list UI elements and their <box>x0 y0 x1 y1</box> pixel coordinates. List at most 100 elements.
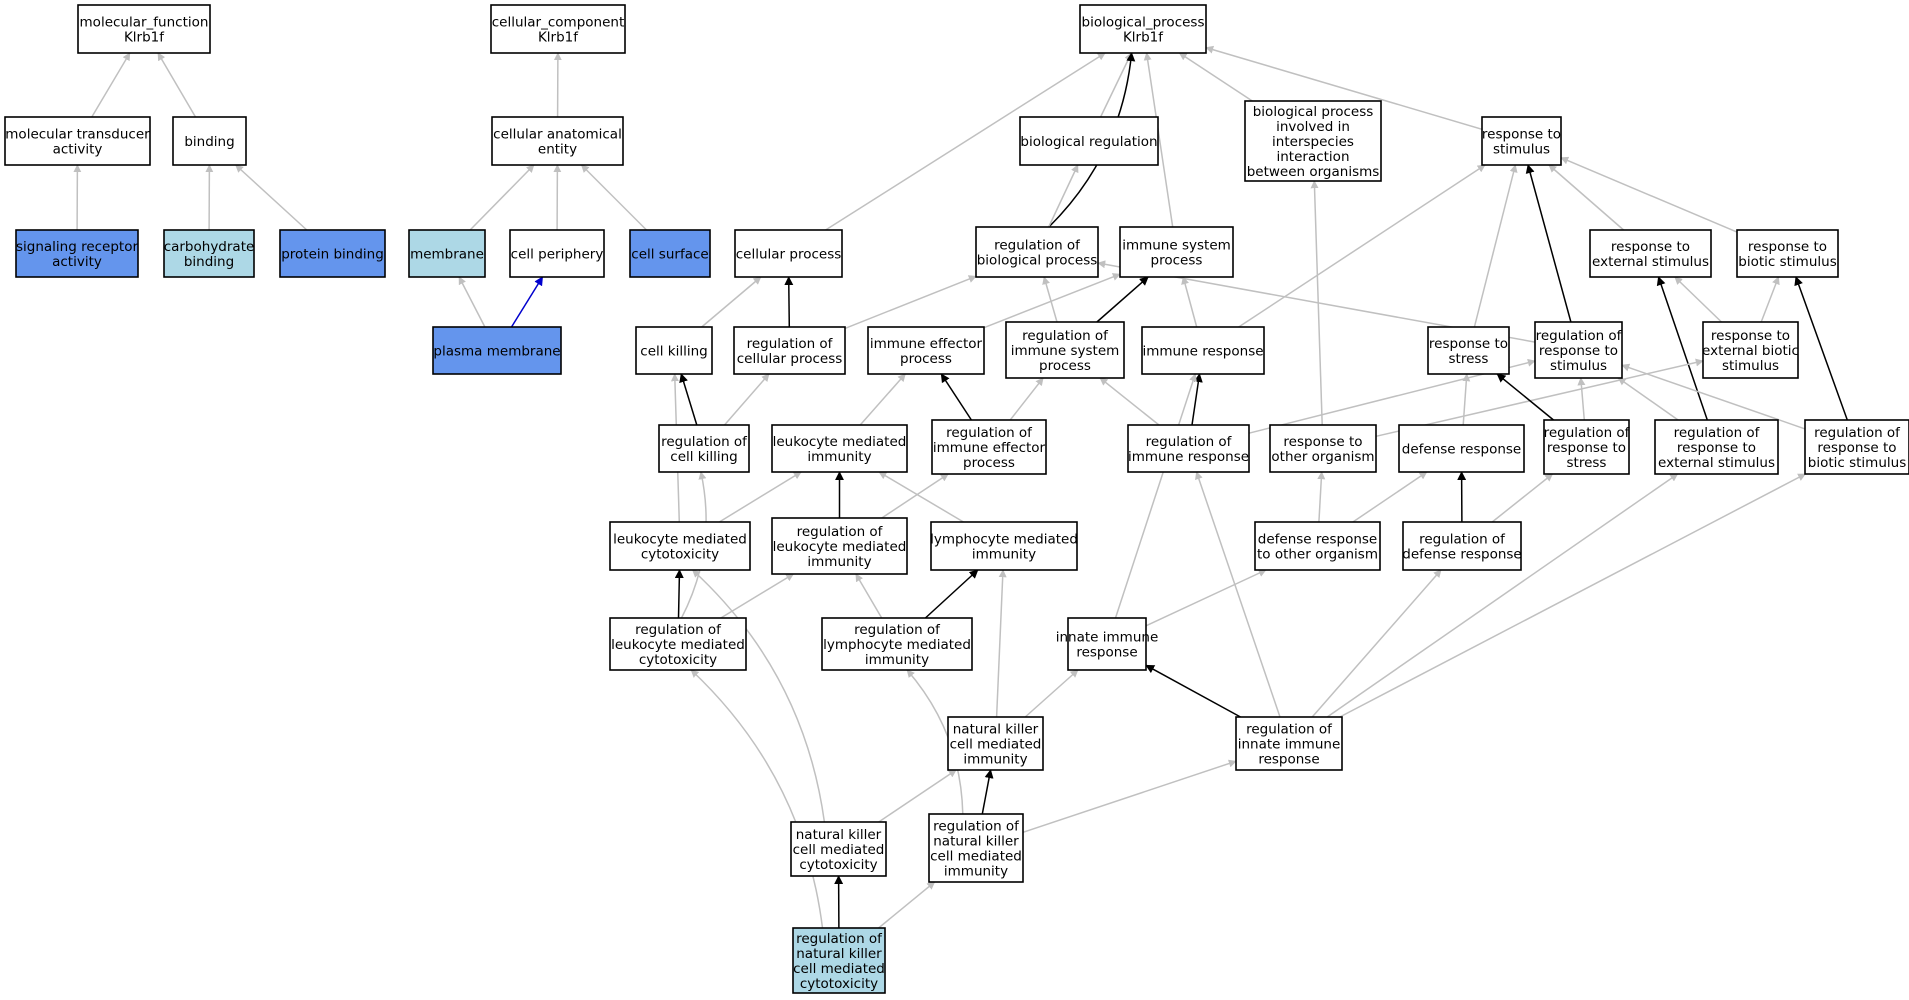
node-cellkill[interactable]: cell killing <box>635 326 713 375</box>
node-box <box>1269 424 1377 473</box>
node-label-line: lymphocyte mediated <box>930 532 1078 548</box>
node-bioreg[interactable]: biological regulation <box>1019 116 1159 166</box>
node-label-line: interspecies <box>1272 134 1354 150</box>
node-defresp[interactable]: defense response <box>1398 424 1525 473</box>
node-label-line: regulation of <box>1246 722 1333 738</box>
edge-binding-to-mf <box>157 52 197 118</box>
edge-plasma-to-cellper <box>510 276 544 328</box>
node-label-line: entity <box>538 142 577 158</box>
node-label-line: process <box>963 455 1015 471</box>
node-label-line: immunity <box>972 547 1036 563</box>
edge-cellkill-to-cellproc <box>701 276 762 328</box>
edge-nkimm-to-lymphimm <box>995 569 1007 718</box>
edge-imsys-to-bp <box>1143 52 1174 228</box>
node-box <box>1119 226 1234 278</box>
node-label-line: involved in <box>1276 119 1350 135</box>
node-label-line: cytotoxicity <box>639 652 717 668</box>
node-cellproc[interactable]: cellular process <box>734 229 843 278</box>
node-imresp[interactable]: immune response <box>1141 326 1265 375</box>
node-label-line: immune response <box>1142 344 1263 360</box>
node-label-line: immunity <box>865 652 929 668</box>
node-box <box>928 813 1024 883</box>
node-box <box>609 617 747 671</box>
node-label-line: binding <box>184 254 234 270</box>
node-cellsurf[interactable]: cell surface <box>629 229 711 278</box>
node-plasma[interactable]: plasma membrane <box>432 326 562 375</box>
edge-regbp-to-bioreg <box>1048 164 1079 228</box>
node-box <box>77 4 211 54</box>
node-label-line: Klrb1f <box>1123 30 1164 46</box>
node-label-line: cell surface <box>631 247 708 263</box>
node-label-line: immunity <box>963 752 1027 768</box>
edge-regleukcyto-to-leukcyto <box>674 569 684 619</box>
node-label-line: response to <box>1677 440 1756 456</box>
node-label-line: cellular process <box>736 247 842 263</box>
node-label-line: regulation of <box>797 524 884 540</box>
node-binding[interactable]: binding <box>172 116 247 166</box>
node-protb[interactable]: protein binding <box>279 229 386 278</box>
node-label-line: cell mediated <box>950 737 1042 753</box>
edge-bioreg-to-bp <box>1099 52 1133 118</box>
node-label-line: regulation of <box>635 622 722 638</box>
edge-rextbio-to-rext <box>1674 276 1723 323</box>
node-box <box>975 226 1099 278</box>
node-box <box>172 116 247 166</box>
node-label-line: cellular_component <box>492 15 624 31</box>
node-box <box>629 229 711 278</box>
node-cellper[interactable]: cell periphery <box>509 229 605 278</box>
node-label-line: regulation of <box>1814 425 1901 441</box>
node-box <box>1254 521 1381 571</box>
node-box <box>490 4 626 54</box>
node-label-line: defense response <box>1402 442 1521 458</box>
edge-regck-to-regcp <box>723 373 770 426</box>
edge-leukcyto-to-leukimm <box>718 471 802 523</box>
node-label-line: Klrb1f <box>538 30 579 46</box>
node-box <box>509 229 605 278</box>
node-membrane[interactable]: membrane <box>408 229 486 278</box>
edge-lymphimm-to-leukimm <box>878 471 964 523</box>
edge-regrstim-to-rstim <box>1525 164 1572 323</box>
edge-rext-to-rstim <box>1548 164 1625 231</box>
node-label-line: immunity <box>944 864 1008 880</box>
